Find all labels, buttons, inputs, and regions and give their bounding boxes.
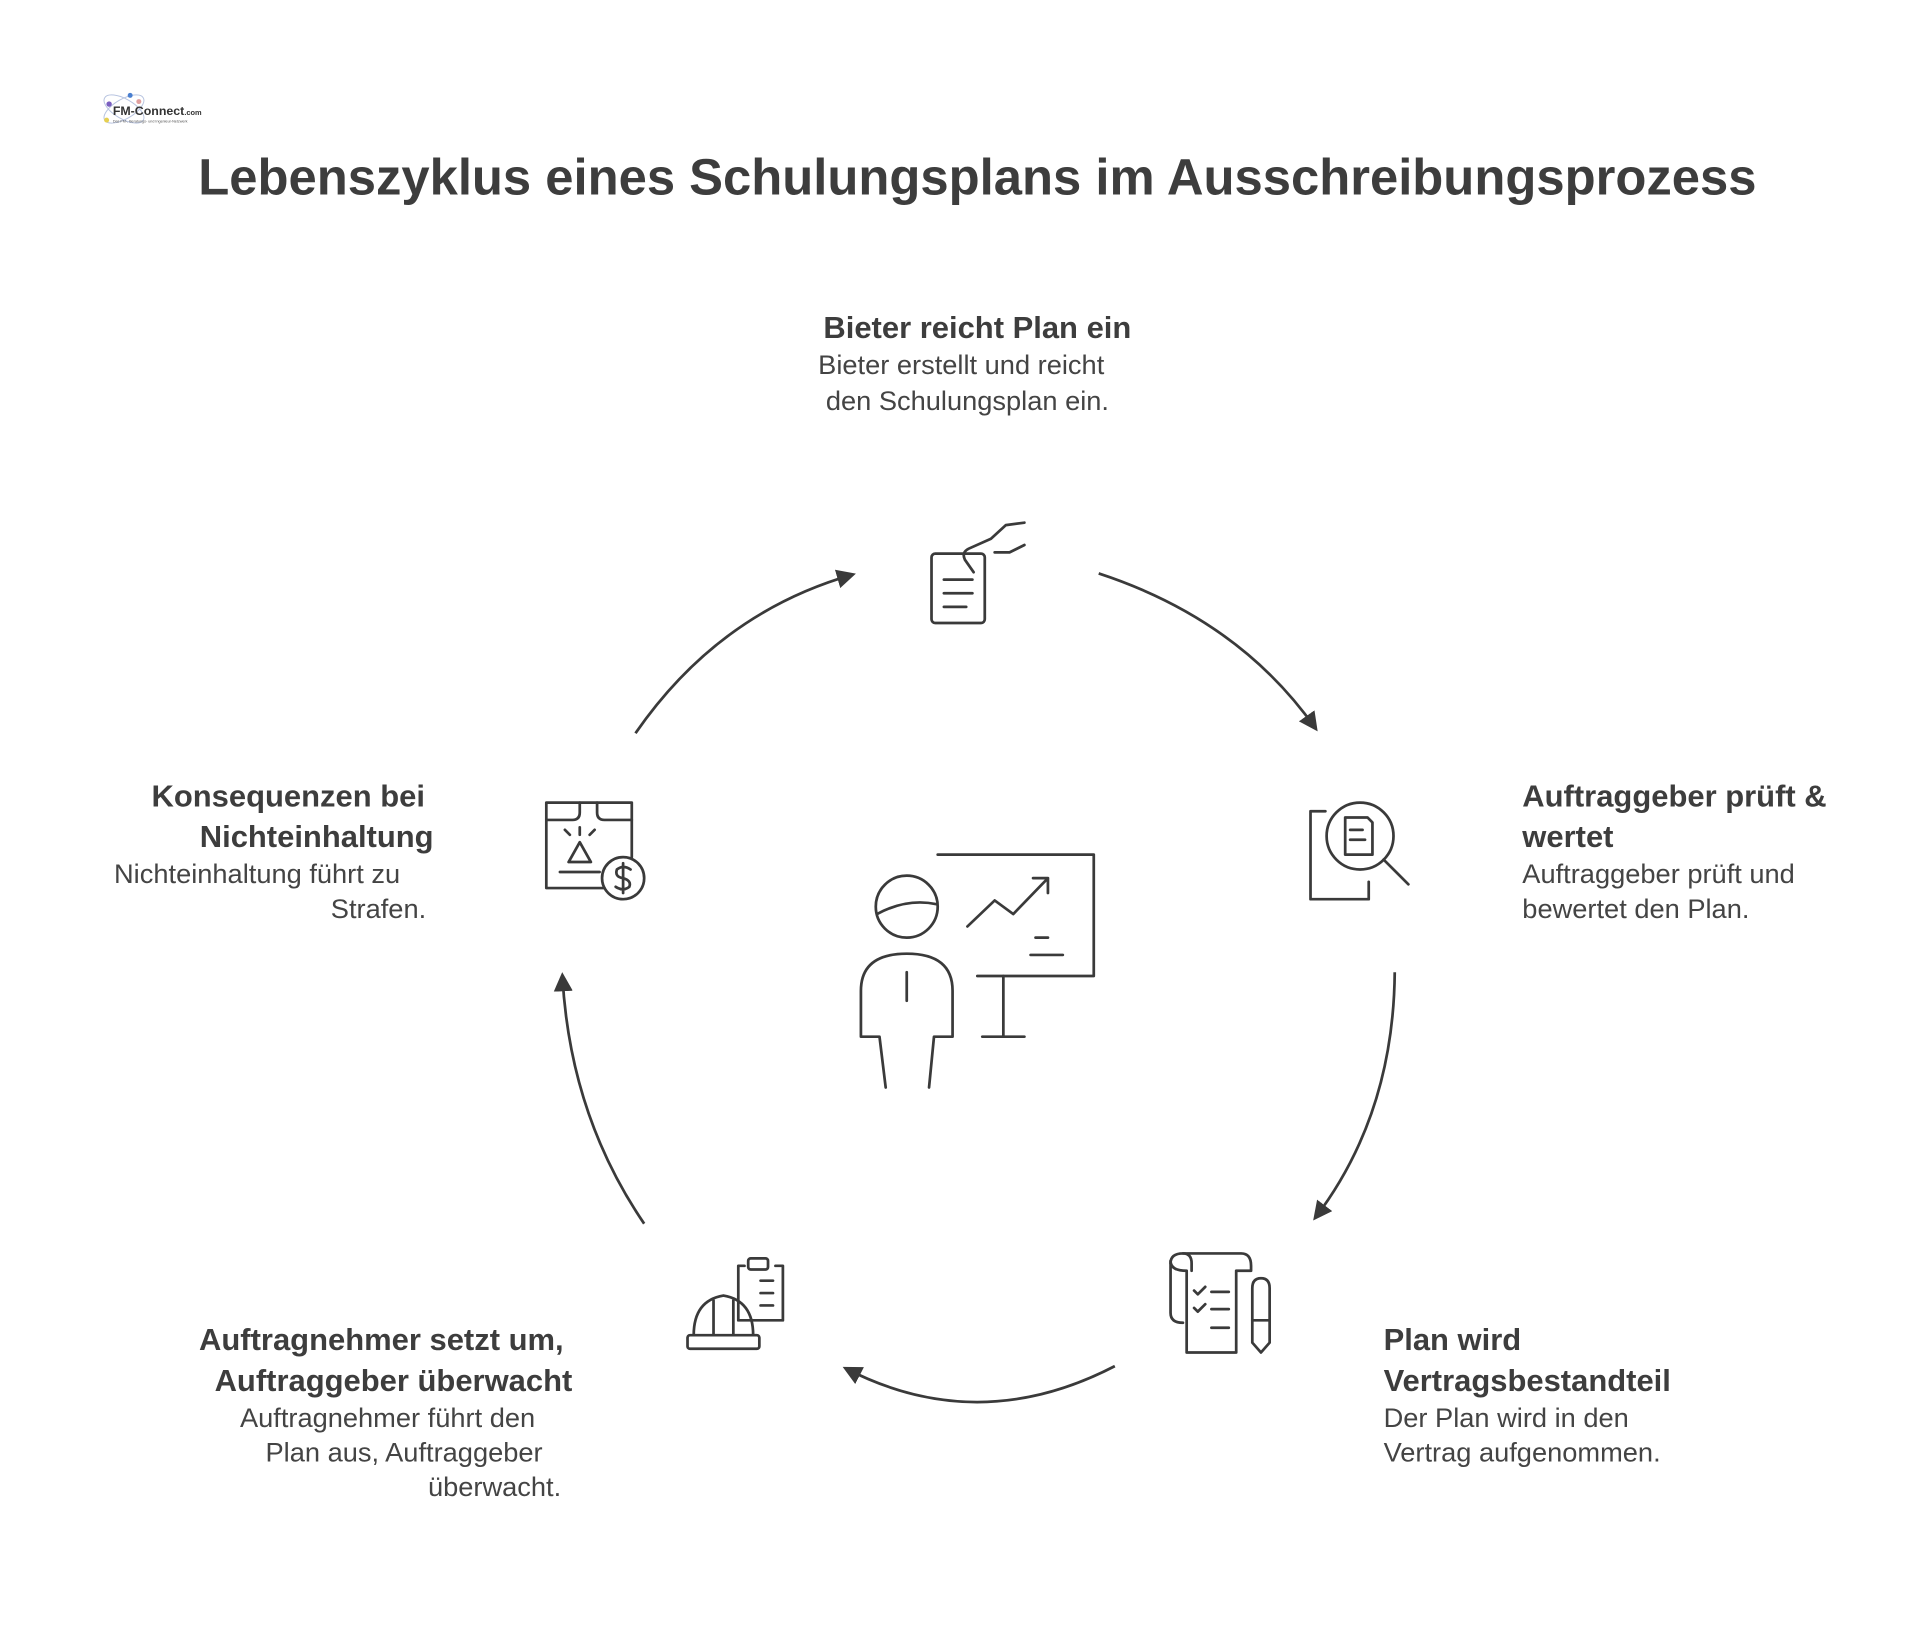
svg-text:Auftragnehmer führt den: Auftragnehmer führt den xyxy=(240,1402,535,1433)
svg-text:Plan wird: Plan wird xyxy=(1384,1322,1522,1357)
svg-text:Auftraggeber prüft und: Auftraggeber prüft und xyxy=(1522,858,1795,889)
svg-text:Auftraggeber überwacht: Auftraggeber überwacht xyxy=(215,1363,573,1398)
svg-text:Vertrag aufgenommen.: Vertrag aufgenommen. xyxy=(1384,1437,1661,1468)
fm-connect-logo: FM-Connect.com Das FM-, Beratungs- und I… xyxy=(103,92,202,124)
arrow-2-to-3 xyxy=(1313,972,1397,1221)
step-2-auftraggeber-prueft: Auftraggeber prüft & wertet Auftraggeber… xyxy=(1521,778,1826,923)
svg-text:wertet: wertet xyxy=(1521,819,1613,854)
step-5-konsequenzen: Konsequenzen bei Nichteinhaltung Nichtei… xyxy=(114,778,434,923)
svg-text:Bieter reicht Plan ein: Bieter reicht Plan ein xyxy=(823,310,1131,345)
svg-text:überwacht.: überwacht. xyxy=(428,1471,561,1502)
document-magnifier-icon xyxy=(1309,801,1410,901)
svg-text:Vertragsbestandteil: Vertragsbestandteil xyxy=(1384,1363,1671,1398)
svg-text:Strafen.: Strafen. xyxy=(331,893,426,924)
svg-text:Der Plan wird in den: Der Plan wird in den xyxy=(1384,1402,1629,1433)
warning-document-dollar-icon xyxy=(544,801,646,901)
step-1-bieter-reicht-plan-ein: Bieter reicht Plan ein Bieter erstellt u… xyxy=(818,310,1131,416)
svg-text:FM-Connect.com: FM-Connect.com xyxy=(113,104,202,118)
hardhat-clipboard-icon xyxy=(686,1257,785,1351)
svg-text:Auftragnehmer setzt um,: Auftragnehmer setzt um, xyxy=(199,1322,564,1357)
arrow-5-to-1 xyxy=(634,569,856,735)
svg-text:bewertet den Plan.: bewertet den Plan. xyxy=(1522,893,1749,924)
svg-text:Auftraggeber prüft &: Auftraggeber prüft & xyxy=(1522,778,1826,813)
presenter-with-chart-icon xyxy=(859,853,1096,1089)
svg-text:Konsequenzen bei: Konsequenzen bei xyxy=(151,778,424,813)
svg-text:Nichteinhaltung: Nichteinhaltung xyxy=(200,819,434,854)
page-title: Lebenszyklus eines Schulungsplans im Aus… xyxy=(198,148,1756,205)
arrow-1-to-2 xyxy=(1098,572,1318,732)
arrow-3-to-4 xyxy=(842,1364,1116,1404)
svg-text:Bieter erstellt und reicht: Bieter erstellt und reicht xyxy=(818,349,1105,380)
svg-text:Nichteinhaltung führt zu: Nichteinhaltung führt zu xyxy=(114,858,400,889)
step-3-vertragsbestandteil: Plan wird Vertragsbestandteil Der Plan w… xyxy=(1384,1322,1671,1467)
arrow-4-to-5 xyxy=(553,972,646,1225)
contract-checklist-pen-icon xyxy=(1169,1252,1272,1354)
step-4-umsetzung-ueberwachung: Auftragnehmer setzt um, Auftraggeber übe… xyxy=(199,1322,572,1502)
svg-text:Plan aus, Auftraggeber: Plan aus, Auftraggeber xyxy=(266,1437,543,1468)
hand-submitting-document-icon xyxy=(930,521,1026,625)
svg-text:Das FM-, Beratungs- und Ingeni: Das FM-, Beratungs- und Ingenieur-Netzwe… xyxy=(113,120,188,124)
svg-text:den Schulungsplan ein.: den Schulungsplan ein. xyxy=(826,385,1109,416)
